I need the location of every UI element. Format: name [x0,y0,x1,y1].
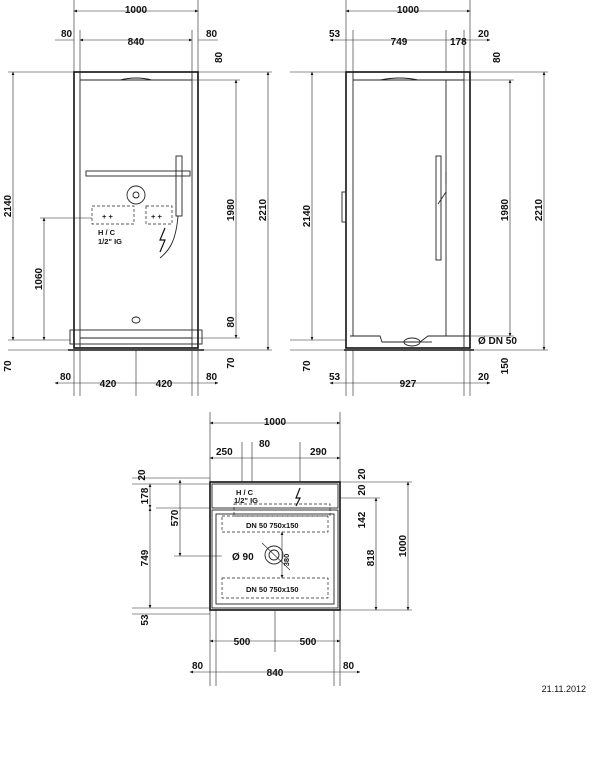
side-width-total: 1000 [397,5,420,16]
front-right-margin: 80 [206,29,218,40]
side-tray [350,335,470,343]
side-height-1980: 1980 [500,198,511,221]
svg-text:+ +: + + [102,212,113,221]
front-height-2140: 2140 [3,194,14,217]
plan-right-20-top: 20 [357,468,368,480]
front-top-margin: 80 [214,51,225,63]
plan-290: 290 [310,447,327,458]
svg-text:+ +: + + [151,212,162,221]
plan-dn-top: DN 50 750x150 [246,521,299,530]
side-bottom-53: 53 [329,372,341,383]
side-left-53: 53 [329,29,341,40]
front-view: + + + + H / C 1/2" IG 1000 80 840 80 80 … [3,0,272,396]
front-bottom-right-80: 80 [206,372,218,383]
side-150: 150 [500,357,511,374]
plan-left-20: 20 [137,469,148,481]
front-base-right-70: 70 [226,357,237,369]
plan-178: 178 [140,487,151,504]
ceiling-shower-head [119,77,153,81]
plan-dn-bottom: DN 50 750x150 [246,585,299,594]
front-bottom-left-80: 80 [60,372,72,383]
shower-hose [159,215,179,259]
plan-818: 818 [366,549,377,566]
front-hc-label: H / C [98,228,116,237]
plan-view: H / C 1/2" IG DN 50 750x150 DN 50 750x15… [132,412,412,686]
front-inner-width: 840 [128,37,145,48]
plan-ig-label: 1/2" IG [234,496,258,505]
shower-rail [175,155,183,217]
side-bottom-927: 927 [400,379,417,390]
plan-749: 749 [140,549,151,566]
front-bottom-420-a: 420 [100,379,117,390]
side-height-2210: 2210 [534,198,545,221]
side-178: 178 [450,37,467,48]
front-ig-label: 1/2" IG [98,237,122,246]
plan-570: 570 [170,509,181,526]
plan-250: 250 [216,447,233,458]
plan-right-20: 20 [357,484,368,496]
drawing-date: 21.11.2012 [541,684,586,694]
plan-hc-label: H / C [236,488,254,497]
front-electric-box [145,205,173,225]
plan-1000-right: 1000 [398,534,409,557]
plan-bottom-80-right: 80 [343,661,355,672]
side-drain-label: Ø DN 50 [478,336,517,347]
front-height-1980: 1980 [226,198,237,221]
plan-80: 80 [259,439,271,450]
side-bottom-20: 20 [478,372,490,383]
front-drain [131,316,141,324]
front-height-1060: 1060 [34,267,45,290]
side-view: 1000 53 749 178 20 80 2140 70 1980 2210 … [290,0,548,396]
plan-width-total: 1000 [264,417,287,428]
front-bottom-420-b: 420 [156,379,173,390]
front-base-70: 70 [3,360,14,372]
plan-electric-icon [295,487,301,507]
front-shelf [85,170,191,177]
plan-380: 380 [282,554,291,567]
side-height-2140: 2140 [302,204,313,227]
plan-drain-label: Ø 90 [232,552,254,563]
plan-500-a: 500 [234,637,251,648]
plan-840: 840 [267,668,284,679]
side-shower-rail [435,155,442,261]
electric-icon [159,227,166,253]
front-hc-box [91,205,135,225]
mixer-valve [126,185,146,205]
front-cabinet-outline [73,71,199,349]
side-hand-shower [437,191,447,205]
side-base-70: 70 [302,360,313,372]
plan-53: 53 [140,614,151,626]
plan-500-b: 500 [300,637,317,648]
front-height-2210: 2210 [258,198,269,221]
front-tray-80: 80 [226,316,237,328]
side-top-80: 80 [492,51,503,63]
plan-tray [211,509,339,609]
side-20: 20 [478,29,490,40]
front-width-total: 1000 [125,5,148,16]
plan-bottom-80-left: 80 [192,661,204,672]
side-749: 749 [391,37,408,48]
plan-channel-bottom [221,577,329,599]
side-handle [341,191,347,223]
front-left-margin: 80 [61,29,73,40]
plan-top-shelf [211,483,339,509]
plan-142: 142 [357,511,368,528]
front-tray [69,329,203,345]
side-shower-head [379,77,419,81]
side-cabinet-outline [345,71,471,349]
